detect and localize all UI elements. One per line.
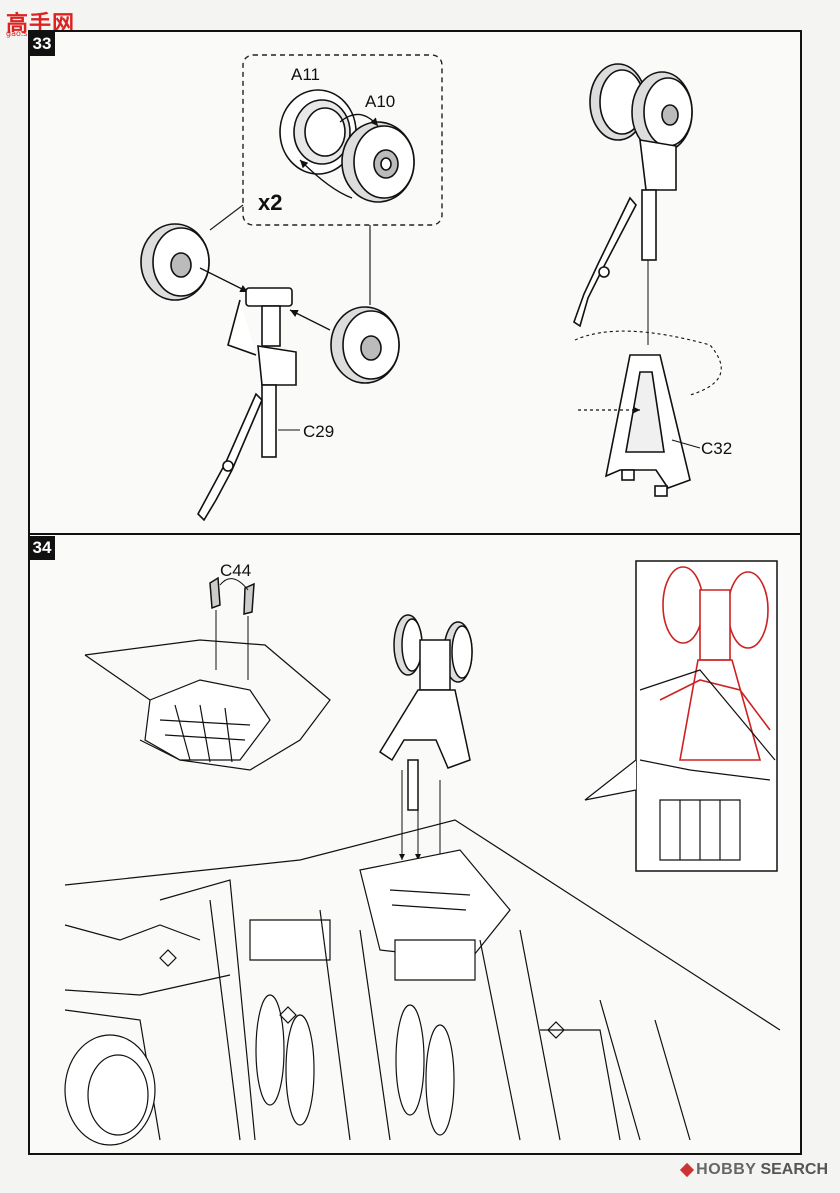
- brand-mark-icon: [680, 1162, 695, 1178]
- gear-on-stand: [378, 614, 473, 811]
- label-a11: A11: [291, 65, 320, 84]
- label-c32: C32: [701, 439, 733, 458]
- right-wheel: [330, 306, 400, 384]
- step-divider: [28, 533, 802, 535]
- step-34-number: 34: [29, 536, 55, 560]
- left-wheel: [140, 223, 210, 301]
- step-33-number: 33: [29, 32, 55, 56]
- part-c32-stand: [604, 354, 691, 497]
- weapons-bay-view: [64, 819, 781, 1146]
- brand-left: HOBBY: [696, 1161, 757, 1178]
- assembled-gear: [573, 63, 693, 328]
- label-c44: C44: [220, 561, 252, 580]
- label-a10: A10: [365, 92, 396, 111]
- detail-bay-view: [84, 639, 331, 771]
- detail-inset-gear: [659, 566, 771, 761]
- part-a10-tire: [341, 121, 415, 203]
- part-c44: [209, 576, 255, 615]
- label-c29: C29: [303, 422, 335, 441]
- gear-strut-c29: [197, 287, 297, 522]
- detail-inset-bay: [639, 669, 776, 861]
- quantity-label: x2: [258, 190, 283, 215]
- part-a11-hub: [279, 89, 357, 175]
- hobby-search-logo: HOBBY SEARCH: [680, 1159, 828, 1181]
- brand-right: SEARCH: [760, 1161, 828, 1178]
